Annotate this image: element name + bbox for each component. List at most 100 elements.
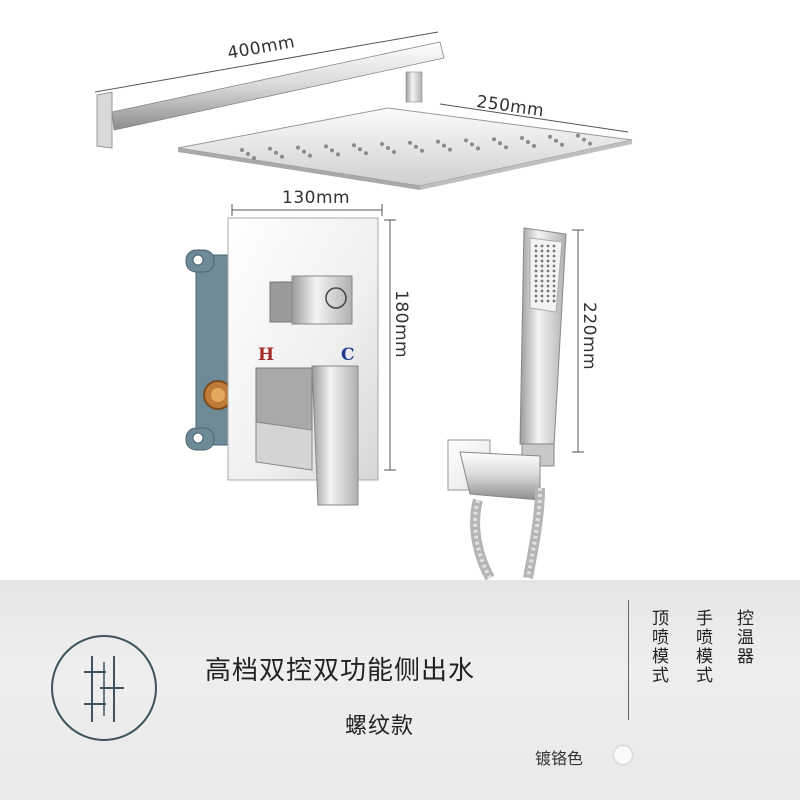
hand-nozzle-dot xyxy=(552,259,556,263)
hand-nozzle-dot xyxy=(552,294,556,298)
nozzle-dot xyxy=(420,148,424,153)
nozzle-dot xyxy=(240,148,244,152)
hand-nozzle-dot xyxy=(552,269,556,273)
nozzle-dot xyxy=(464,138,468,143)
nozzle-dot xyxy=(274,150,278,155)
nozzle-dot xyxy=(280,154,284,159)
hand-nozzle-dot xyxy=(534,264,538,268)
nozzle-dot xyxy=(296,145,300,150)
hand-nozzle-dot xyxy=(546,249,550,253)
hand-nozzle-dot xyxy=(534,254,538,258)
hot-label: H xyxy=(258,345,274,365)
hand-nozzle-dot xyxy=(546,274,550,278)
hand-nozzle-dot xyxy=(540,279,544,283)
mode-top-spray: 顶喷模式 xyxy=(652,609,669,686)
panel-height-label: 180mm xyxy=(391,290,411,359)
rain-shower-head xyxy=(177,107,633,190)
hand-nozzle-dot xyxy=(540,294,544,298)
hand-nozzle-dot xyxy=(546,264,550,268)
nozzle-dot xyxy=(380,142,384,146)
hand-nozzle-dot xyxy=(552,244,556,248)
hand-nozzle-dot xyxy=(534,274,538,278)
mixer-lever xyxy=(255,365,359,506)
nozzle-dot xyxy=(582,137,586,142)
hand-nozzle-dot xyxy=(540,289,544,293)
diverter-knob xyxy=(269,275,353,325)
nozzle-dot xyxy=(470,142,474,147)
mode-hand-spray: 手喷模式 xyxy=(696,609,713,686)
hand-nozzle-dot xyxy=(552,249,556,253)
hand-nozzle-dot xyxy=(546,289,550,293)
hand-nozzle-dot xyxy=(546,269,550,273)
hand-nozzle-dot xyxy=(534,299,538,303)
panel-width-label: 130mm xyxy=(282,188,351,208)
hand-nozzle-dot xyxy=(546,294,550,298)
mode-thermostat: 控温器 xyxy=(737,609,754,667)
hand-nozzle-dot xyxy=(552,274,556,278)
nozzle-dot xyxy=(526,140,530,144)
hand-nozzle-dot xyxy=(546,244,550,248)
panel-height-line xyxy=(384,219,396,471)
nozzle-dot xyxy=(498,141,502,146)
divider-left xyxy=(628,600,629,720)
nozzle-dot xyxy=(504,145,508,150)
shower-hose xyxy=(470,487,545,581)
arm-dimension-line xyxy=(94,31,439,93)
nozzle-dot xyxy=(246,152,250,156)
hand-nozzle-dot xyxy=(552,279,556,283)
hand-nozzle-dot xyxy=(534,259,538,263)
handheld-dimension-line xyxy=(572,229,584,453)
nozzle-dot xyxy=(386,146,390,150)
hand-nozzle-dot xyxy=(540,259,544,263)
head-dimension-line xyxy=(439,103,629,133)
nozzle-dot xyxy=(448,147,452,152)
nozzle-dot xyxy=(324,144,328,149)
nozzle-dot xyxy=(414,144,418,149)
hand-nozzle-dot xyxy=(546,284,550,288)
nozzle-dot xyxy=(392,150,396,154)
hand-nozzle-dot xyxy=(534,279,538,283)
hand-nozzle-dot xyxy=(552,289,556,293)
nozzle-dot xyxy=(330,148,334,153)
hand-nozzle-dot xyxy=(552,284,556,288)
hand-shower-nozzles xyxy=(534,244,556,303)
nozzle-dot xyxy=(532,144,536,148)
hand-nozzle-dot xyxy=(552,254,556,258)
cold-label: C xyxy=(341,345,355,365)
hand-nozzle-dot xyxy=(540,264,544,268)
hand-nozzle-dot xyxy=(534,289,538,293)
finish-swatch[interactable] xyxy=(614,746,632,764)
brand-logo xyxy=(51,635,157,741)
nozzle-dot xyxy=(364,151,368,156)
hand-nozzle-dot xyxy=(546,279,550,283)
product-info-bar xyxy=(0,580,800,800)
nozzle-dot xyxy=(352,143,356,148)
panel-width-line xyxy=(231,204,383,216)
nozzle-dot xyxy=(576,133,580,138)
nozzle-dot xyxy=(548,134,552,139)
hand-nozzle-dot xyxy=(540,284,544,288)
nozzle-dot xyxy=(408,140,412,145)
hand-nozzle-dot xyxy=(546,254,550,258)
product-subtitle: 螺纹款 xyxy=(345,714,415,739)
hand-nozzle-dot xyxy=(534,244,538,248)
hand-nozzle-dot xyxy=(534,294,538,298)
hand-nozzle-dot xyxy=(546,299,550,303)
hand-nozzle-dot xyxy=(540,269,544,273)
hand-nozzle-dot xyxy=(540,254,544,258)
hand-nozzle-dot xyxy=(534,284,538,288)
nozzles xyxy=(240,133,592,160)
handheld-length-label: 220mm xyxy=(579,302,599,371)
hand-nozzle-dot xyxy=(552,264,556,268)
nozzle-dot xyxy=(442,143,446,148)
product-title: 高档双控双功能侧出水 xyxy=(205,656,476,686)
nozzle-dot xyxy=(252,156,256,160)
nozzle-dot xyxy=(308,153,312,158)
hand-nozzle-dot xyxy=(540,274,544,278)
nozzle-dot xyxy=(302,149,306,154)
hand-nozzle-dot xyxy=(540,299,544,303)
nozzle-dot xyxy=(554,138,558,143)
nozzle-dot xyxy=(560,142,564,147)
